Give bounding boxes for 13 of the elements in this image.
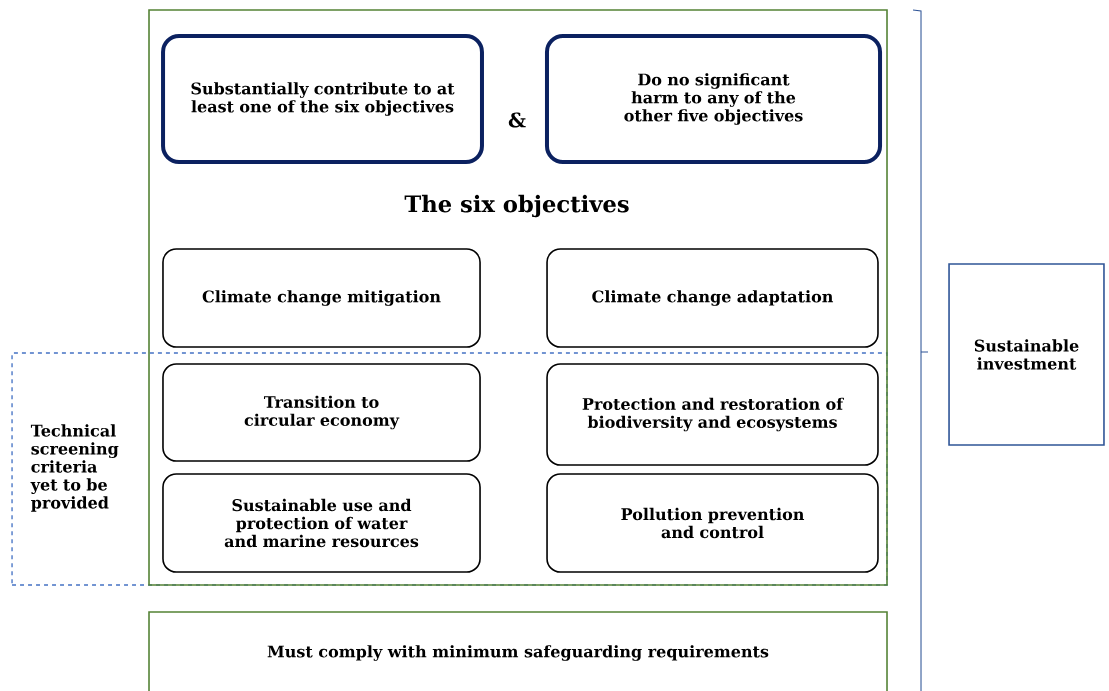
criterion-box: Substantially contribute to at least one of the six objectives [161, 34, 484, 164]
ampersand: & [508, 112, 526, 128]
objective-box: Sustainable use and protection of water and marine resources [162, 473, 481, 573]
heading: The six objectives [404, 194, 629, 218]
objective-box: Protection and restoration of biodiversity and ecosystems [546, 363, 879, 466]
region-label: Technical screening criteria yet to be provided [30, 424, 119, 512]
objective-box: Pollution prevention and control [546, 473, 879, 573]
result-box: Sustainable investment [948, 263, 1105, 446]
criterion-box: Do no significant harm to any of the other five objectives [545, 34, 883, 164]
objective-box: Climate change mitigation [162, 248, 481, 348]
objective-box: Climate change adaptation [546, 248, 879, 348]
requirement-box: Must comply with minimum safeguarding requirements [148, 611, 888, 691]
objective-box: Transition to circular economy [162, 363, 481, 462]
